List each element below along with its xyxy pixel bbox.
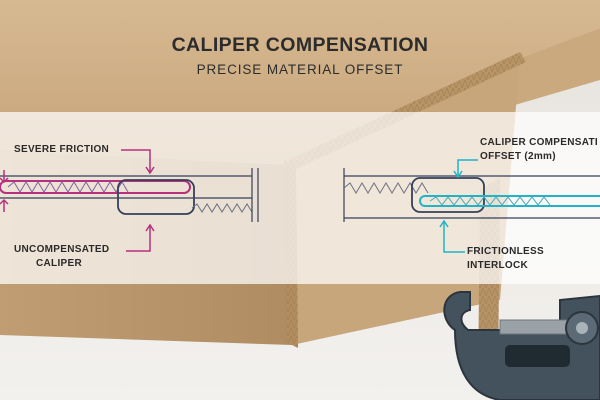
friction-leader bbox=[121, 149, 151, 172]
frictionless-label-line1: FRICTIONLESS bbox=[467, 246, 544, 257]
box-right-flap bbox=[498, 28, 600, 110]
caliper-compensation-label-line1: CALIPER COMPENSATI bbox=[480, 137, 598, 148]
caliper-comp-leader bbox=[457, 159, 478, 176]
frictionless-label-line2: INTERLOCK bbox=[467, 260, 529, 271]
uncompensated-sleeve bbox=[117, 179, 195, 215]
uncompensated-tongue bbox=[0, 180, 191, 194]
uncompensated-label-line1: UNCOMPENSATED bbox=[14, 244, 110, 255]
uncompensated-leader bbox=[126, 226, 151, 252]
micrometer-tool bbox=[443, 291, 600, 400]
compensated-tongue bbox=[419, 195, 600, 207]
caliper-compensation-label-line2: OFFSET (2mm) bbox=[480, 151, 556, 162]
uncompensated-diagram bbox=[0, 149, 259, 252]
compensated-diagram bbox=[343, 159, 600, 253]
diagram-subtitle: PRECISE MATERIAL OFFSET bbox=[196, 62, 404, 77]
frictionless-leader bbox=[443, 222, 465, 253]
uncompensated-label-line2: CALIPER bbox=[36, 258, 82, 269]
severe-friction-label: SEVERE FRICTION bbox=[14, 144, 110, 155]
diagram-title: CALIPER COMPENSATION bbox=[171, 34, 429, 56]
